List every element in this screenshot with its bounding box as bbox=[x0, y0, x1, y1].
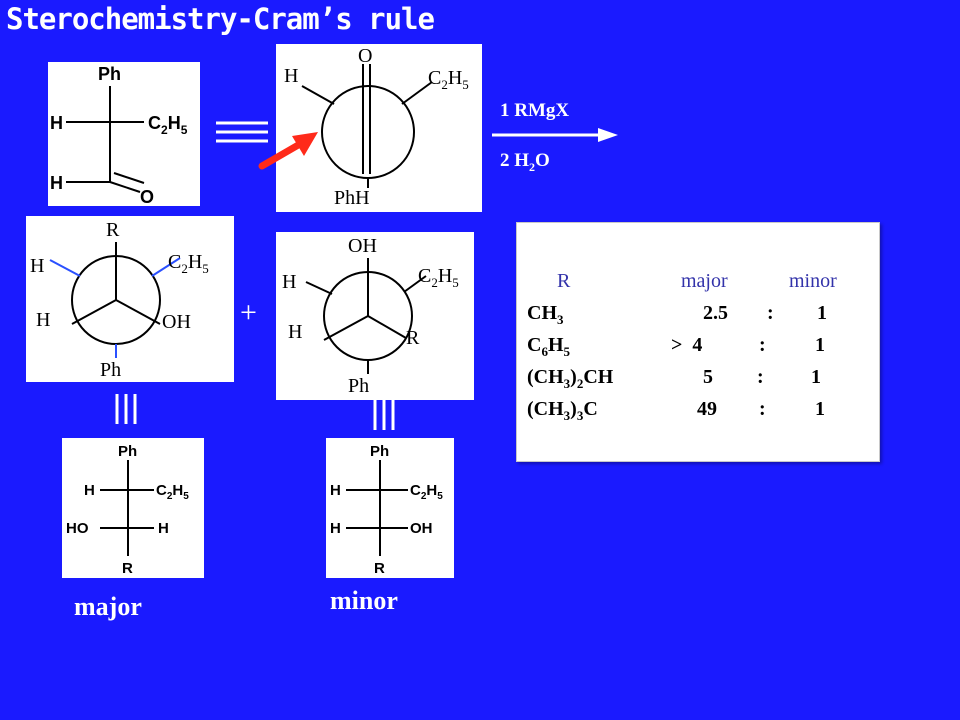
fischer-minor-upper-right-label: C2H5 bbox=[410, 482, 443, 502]
newman-minor-bottom-label: Ph bbox=[348, 375, 369, 397]
fischer-minor-lower-left-label: H bbox=[330, 520, 341, 537]
fischer-minor-bottom-label: R bbox=[374, 560, 385, 577]
newman-start-bottom-label: PhH bbox=[334, 187, 370, 209]
newman-major-front-right-bond bbox=[115, 299, 161, 325]
newman-major-front-left-bond bbox=[71, 299, 117, 325]
fischer-start-left-h-label: H bbox=[50, 113, 63, 133]
newman-major-top-label: R bbox=[106, 219, 120, 241]
newman-minor-left-bottom-label: H bbox=[288, 321, 302, 343]
fischer-major-lower-right-label: H bbox=[158, 520, 169, 537]
fischer-major-bottom-label: R bbox=[122, 560, 133, 577]
table-row-1-sep: : bbox=[767, 302, 774, 324]
fischer-start-co-bond bbox=[109, 181, 141, 193]
table-row-3-group: (CH3)2CH bbox=[527, 366, 614, 391]
newman-minor-left-top-label: H bbox=[282, 271, 296, 293]
reagent-step1: 1 RMgX bbox=[500, 100, 570, 121]
fischer-major-upper-left-label: H bbox=[84, 482, 95, 499]
fischer-minor-box: Ph H C2H5 H OH R bbox=[326, 438, 454, 578]
newman-start-diagram: O H C2H5 PhH bbox=[284, 45, 469, 209]
newman-minor-box: OH H C2H5 H R Ph bbox=[276, 232, 474, 400]
fischer-start-co-double-bond bbox=[113, 172, 145, 184]
table-row-1-group: CH3 bbox=[527, 302, 564, 327]
newman-major-back-right-bond bbox=[151, 257, 181, 277]
slide-title: Sterochemistry-Cram’s rule bbox=[6, 2, 435, 36]
fischer-start-oxygen-label: O bbox=[140, 187, 154, 207]
table-row-1-minor: 1 bbox=[817, 302, 827, 324]
newman-minor-diagram: OH H C2H5 H R Ph bbox=[282, 235, 459, 397]
newman-start-left-bond bbox=[301, 85, 335, 105]
newman-minor-right-bottom-label: R bbox=[406, 327, 420, 349]
table-row-2-minor: 1 bbox=[815, 334, 825, 356]
table-header-r: R bbox=[557, 270, 571, 292]
table-header-major: major bbox=[681, 270, 728, 292]
fischer-start-diagram: Ph H C2H5 H O bbox=[50, 64, 188, 207]
newman-major-back-left-bond bbox=[49, 259, 81, 277]
table-row-3-major: 5 bbox=[703, 366, 713, 388]
fischer-start-box: Ph H C2H5 H O bbox=[48, 62, 200, 207]
table-row-ch3-3-c: (CH3)3C 49 : 1 bbox=[527, 398, 825, 423]
fischer-major-lower-left-label: HO bbox=[66, 520, 89, 537]
newman-minor-back-left-bond bbox=[305, 281, 333, 295]
newman-minor-front-left-bond bbox=[323, 315, 369, 341]
table-row-2-major: > 4 bbox=[671, 334, 702, 356]
selectivity-table-content: R major minor CH3 2.5 : 1 C6H5 > 4 : 1 (… bbox=[527, 270, 837, 423]
selectivity-table: R major minor CH3 2.5 : 1 C6H5 > 4 : 1 (… bbox=[516, 222, 880, 462]
table-row-1-major: 2.5 bbox=[703, 302, 728, 324]
fischer-major-top-label: Ph bbox=[118, 443, 137, 460]
minor-label: minor bbox=[330, 586, 398, 615]
newman-minor-right-label: C2H5 bbox=[418, 265, 459, 290]
newman-minor-top-label: OH bbox=[348, 235, 377, 257]
fischer-start-aldehyde-h-label: H bbox=[50, 173, 63, 193]
fischer-start-top-label: Ph bbox=[98, 64, 121, 84]
fischer-minor-top-label: Ph bbox=[370, 443, 389, 460]
newman-start-left-label: H bbox=[284, 65, 298, 87]
nucleophile-attack-arrow bbox=[258, 132, 318, 170]
fischer-major-box: Ph H C2H5 HO H R bbox=[62, 438, 204, 578]
table-row-4-group: (CH3)3C bbox=[527, 398, 598, 423]
reaction-arrow bbox=[492, 128, 618, 142]
equivalence-sign-minor bbox=[373, 400, 395, 430]
newman-major-diagram: R H C2H5 H OH Ph bbox=[30, 219, 209, 381]
newman-major-left-bottom-label: H bbox=[36, 309, 50, 331]
newman-major-bottom-label: Ph bbox=[100, 359, 121, 381]
equivalence-sign-horizontal bbox=[216, 121, 268, 143]
table-row-3-minor: 1 bbox=[811, 366, 821, 388]
table-row-4-minor: 1 bbox=[815, 398, 825, 420]
newman-start-right-label: C2H5 bbox=[428, 67, 469, 92]
table-header-minor: minor bbox=[789, 270, 837, 292]
newman-start-right-bond bbox=[401, 81, 433, 105]
newman-start-circle bbox=[321, 85, 415, 179]
table-row-4-sep: : bbox=[759, 398, 766, 420]
fischer-minor-lower-right-label: OH bbox=[410, 520, 433, 537]
major-label: major bbox=[74, 592, 142, 621]
table-row-2-sep: : bbox=[759, 334, 766, 356]
equivalence-sign-major bbox=[115, 394, 137, 424]
plus-sign: + bbox=[240, 296, 257, 329]
table-row-4-major: 49 bbox=[697, 398, 717, 420]
table-row-2-group: C6H5 bbox=[527, 334, 571, 359]
newman-minor-front-right-bond bbox=[367, 315, 407, 339]
newman-major-right-label: C2H5 bbox=[168, 251, 209, 276]
table-row-3-sep: : bbox=[757, 366, 764, 388]
fischer-minor-diagram: Ph H C2H5 H OH R bbox=[330, 443, 443, 577]
fischer-minor-upper-left-label: H bbox=[330, 482, 341, 499]
table-row-ch3-2-ch: (CH3)2CH 5 : 1 bbox=[527, 366, 821, 391]
reagent-step2: 2 H2O bbox=[500, 150, 550, 174]
newman-minor-back-right-bond bbox=[403, 275, 427, 293]
newman-start-box: O H C2H5 PhH bbox=[276, 44, 482, 212]
newman-major-right-bottom-label: OH bbox=[162, 311, 191, 333]
fischer-major-diagram: Ph H C2H5 HO H R bbox=[66, 443, 189, 577]
newman-major-left-top-label: H bbox=[30, 255, 44, 277]
table-row-c6h5: C6H5 > 4 : 1 bbox=[527, 334, 825, 359]
table-row-ch3: CH3 2.5 : 1 bbox=[527, 302, 827, 327]
newman-major-box: R H C2H5 H OH Ph bbox=[26, 216, 234, 382]
fischer-start-right-label: C2H5 bbox=[148, 113, 188, 137]
fischer-major-upper-right-label: C2H5 bbox=[156, 482, 189, 502]
newman-start-top-label: O bbox=[358, 45, 372, 67]
